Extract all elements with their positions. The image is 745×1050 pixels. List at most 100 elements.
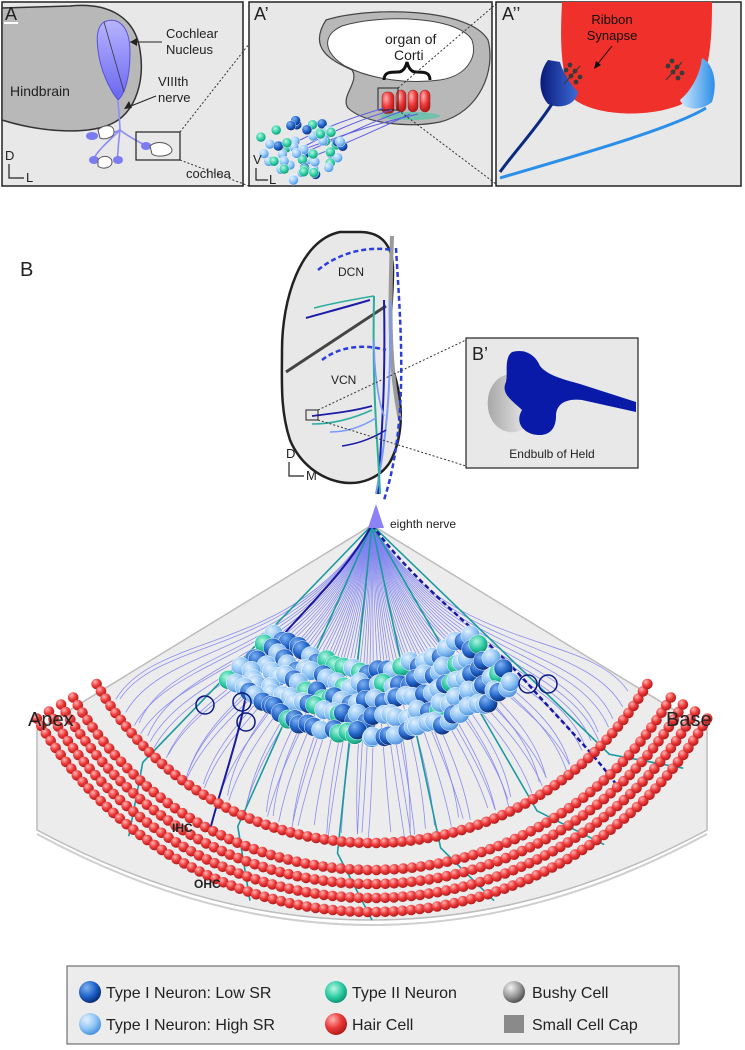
hair-cell — [241, 856, 252, 867]
legend-item-type2: Type II Neuron — [325, 981, 457, 1003]
hair-cell — [423, 902, 434, 914]
hair-cell — [208, 842, 220, 853]
ganglion-cell-a1 — [315, 128, 326, 140]
hair-cell-rows — [31, 678, 713, 918]
hair-cell — [336, 891, 347, 902]
hair-cell — [516, 845, 528, 857]
afferent-fiber — [115, 524, 373, 700]
highlighted-neuron — [232, 692, 252, 712]
axis-l-label-a: L — [26, 170, 33, 185]
ohc-label: OHC — [194, 877, 221, 891]
hair-cell — [327, 890, 338, 902]
cochlear-nucleus-label-1: Cochlear — [166, 26, 219, 41]
synaptic-vesicle — [567, 62, 573, 68]
highlighted-neuron — [195, 695, 215, 715]
hair-cell — [665, 692, 677, 703]
legend-label-bushy: Bushy Cell — [532, 985, 608, 1002]
hair-cell — [482, 889, 494, 900]
legend-swatch-high-sr — [79, 1013, 101, 1035]
hair-cell — [501, 837, 512, 848]
hair-cell — [456, 824, 467, 836]
legend-item-bushy: Bushy Cell — [503, 981, 608, 1003]
hair-cell — [474, 891, 485, 903]
hair-cell — [319, 834, 330, 845]
hair-cell — [344, 892, 356, 903]
hair-cell — [539, 850, 551, 861]
endbulb-of-held — [504, 350, 636, 436]
hair-cell — [353, 864, 364, 875]
hair-cell — [515, 877, 526, 888]
hair-cell — [548, 812, 560, 824]
ganglion-cell-a1 — [323, 162, 334, 173]
hair-cell — [226, 880, 237, 891]
hair-cell — [326, 862, 338, 873]
hair-cell — [252, 816, 264, 828]
hair-cell — [217, 861, 228, 873]
hair-cell — [508, 849, 520, 860]
synaptic-vesicle — [675, 75, 681, 81]
hair-cell — [415, 875, 426, 886]
hair-cell — [457, 895, 469, 907]
hair-cell — [67, 692, 79, 703]
hair-cell — [327, 904, 339, 916]
hair-cell — [414, 889, 426, 901]
afferent-fiber — [371, 524, 609, 728]
panel-a-letter: A — [5, 4, 17, 24]
ihc-label: IHC — [172, 821, 193, 835]
hair-cell — [441, 870, 452, 882]
hair-cell — [362, 878, 373, 890]
legend-item-hair-cell: Hair Cell — [325, 1013, 413, 1035]
hair-cell — [406, 862, 418, 873]
hair-cell — [250, 889, 262, 900]
hair-cell — [450, 868, 461, 880]
legend: Type I Neuron: Low SR Type I Neuron: Hig… — [66, 965, 680, 1045]
panel-a2: A’’ Ribbon Synapse — [495, 1, 742, 187]
panel-a1-letter: A’ — [254, 4, 269, 24]
cochlea-callout-box — [135, 131, 181, 161]
hair-cell — [432, 886, 443, 898]
legend-swatch-bushy — [503, 981, 525, 1003]
hair-cell — [457, 881, 469, 892]
hair-cell — [301, 886, 312, 898]
highlighted-neuron — [538, 674, 558, 694]
hair-cell — [540, 833, 551, 845]
hair-cell — [496, 809, 508, 821]
hair-cell — [396, 836, 408, 847]
hair-cell — [210, 873, 221, 885]
hair-cell — [335, 877, 347, 888]
hair-cell — [344, 864, 356, 875]
afferent-fiber — [371, 524, 629, 692]
axis-l-label-a1: L — [269, 172, 276, 187]
hair-cell — [388, 906, 400, 917]
hair-cell — [228, 806, 240, 817]
hair-cell — [240, 840, 251, 852]
ganglion-cell-a1 — [285, 120, 297, 131]
hair-cell — [362, 837, 374, 849]
hair-cell — [524, 857, 535, 869]
hair-cell — [474, 876, 486, 888]
afferent-fiber — [371, 524, 614, 719]
hair-cell — [379, 892, 391, 904]
hair-cell — [475, 861, 487, 873]
hair-cell — [362, 864, 373, 876]
hair-cell — [184, 812, 196, 824]
afferent-fiber — [119, 524, 373, 700]
cn-dashed-fibers — [317, 247, 403, 501]
hair-cell — [397, 891, 409, 902]
hair-cell — [215, 830, 227, 841]
hair-cell — [388, 878, 400, 889]
hair-cell — [424, 859, 436, 871]
hair-cell — [524, 842, 536, 853]
hair-cell — [405, 904, 417, 916]
hair-cell — [431, 831, 442, 842]
synaptic-vesicle — [563, 67, 569, 73]
hair-cell — [202, 870, 213, 881]
hair-cell — [257, 861, 269, 873]
apex-label: Apex — [28, 709, 74, 731]
hair-cell — [218, 877, 229, 888]
ribbon-synapse-dots — [563, 58, 685, 85]
hair-cell — [441, 856, 453, 867]
legend-label-low-sr: Type I Neuron: Low SR — [106, 985, 271, 1002]
ganglion-cell-a1 — [308, 167, 320, 178]
hair-cell — [458, 866, 470, 878]
